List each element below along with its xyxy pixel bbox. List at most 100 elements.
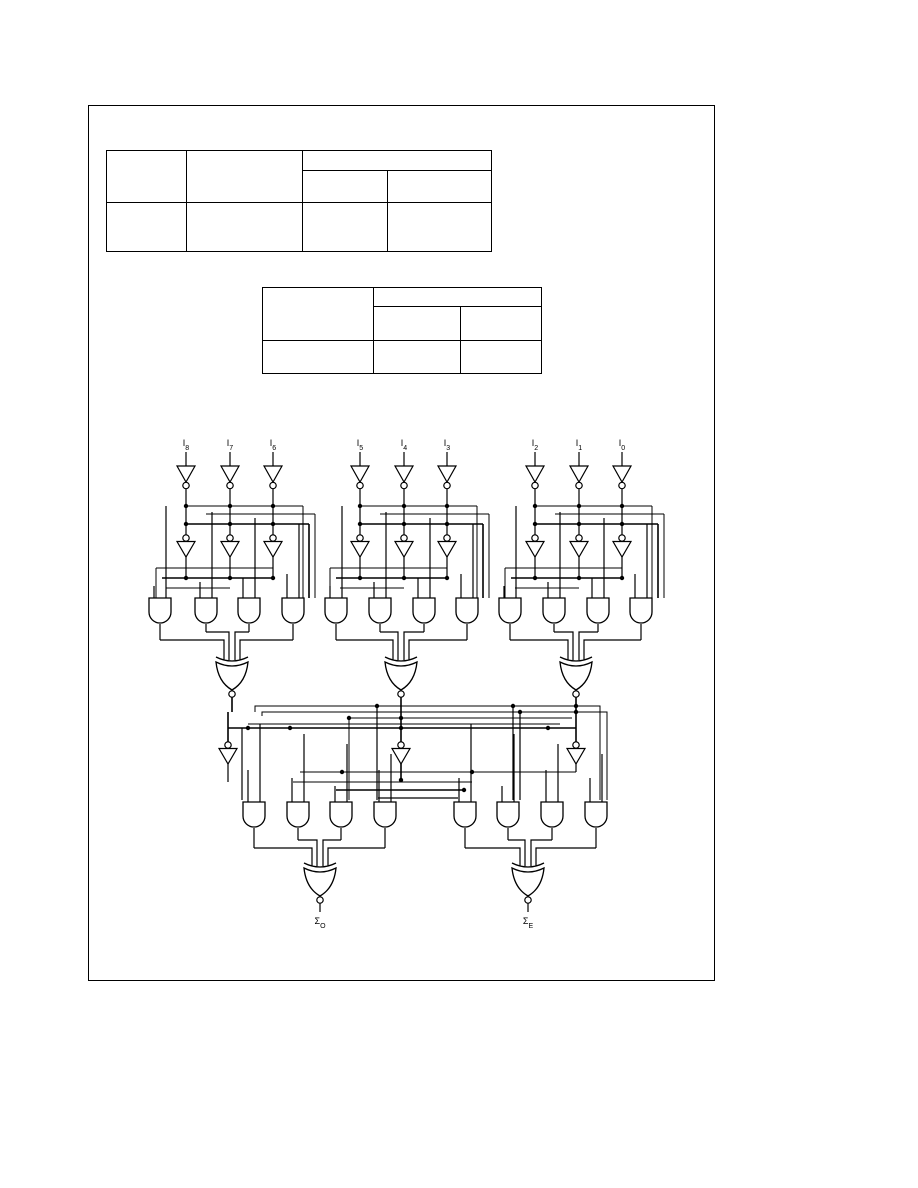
buffer-gate (436, 465, 458, 484)
buffer-gate (393, 465, 415, 484)
and-gate (286, 801, 310, 828)
inverter-gate (219, 540, 241, 559)
inversion-bubble (269, 534, 277, 542)
wire (160, 639, 225, 660)
wire (380, 631, 399, 660)
junction-dot (339, 769, 345, 775)
inverter-gate (349, 540, 371, 559)
buffer-gate (175, 465, 197, 484)
inversion-bubble (572, 690, 580, 698)
inversion-bubble (572, 741, 580, 749)
and-gate (329, 801, 353, 828)
buffer-gate (611, 465, 633, 484)
and-gate (542, 597, 566, 624)
and-gate (455, 597, 479, 624)
buffer-gate (524, 465, 546, 484)
junction-dot (346, 715, 352, 721)
junction-dot (573, 709, 579, 715)
xor-gate (559, 660, 593, 691)
xor-gate-arc (559, 656, 593, 662)
and-gate (281, 597, 305, 624)
wire (261, 711, 608, 800)
xor-gate-arc (511, 862, 545, 868)
table-cell (387, 202, 492, 252)
wire (298, 839, 318, 866)
inversion-bubble (575, 481, 583, 490)
inverter-gate (262, 540, 284, 559)
xor-gate-arc (384, 656, 418, 662)
inversion-bubble (400, 481, 408, 490)
junction-dot (573, 703, 579, 709)
junction-dot (517, 709, 523, 715)
inversion-bubble (226, 534, 234, 542)
inverter-gate (611, 540, 633, 559)
inverter-gate (568, 540, 590, 559)
inversion-bubble (356, 481, 364, 490)
and-gate (586, 597, 610, 624)
buffer-gate (568, 465, 590, 484)
buffer-gate (219, 465, 241, 484)
and-gate (324, 597, 348, 624)
junction-dot (545, 725, 551, 731)
inverter-gate (390, 747, 412, 766)
and-gate (368, 597, 392, 624)
output-label: ΣE (523, 916, 534, 930)
input-label: I2 (532, 438, 539, 452)
junction-dot (398, 777, 404, 783)
inversion-bubble (182, 481, 190, 490)
table-cell (373, 340, 461, 374)
input-label: I5 (357, 438, 364, 452)
and-gate (412, 597, 436, 624)
input-label: I1 (576, 438, 583, 452)
xor-gate (303, 866, 337, 897)
table-cell (302, 202, 388, 252)
wire (206, 631, 230, 660)
xor-gate (215, 660, 249, 691)
input-label: I3 (444, 438, 451, 452)
inversion-bubble (443, 534, 451, 542)
inversion-bubble (618, 534, 626, 542)
inverter-gate (393, 540, 415, 559)
and-gate (496, 801, 520, 828)
wire (239, 639, 293, 660)
table-cell (460, 340, 542, 374)
junction-dot (374, 703, 380, 709)
and-gate (498, 597, 522, 624)
input-label: I6 (270, 438, 277, 452)
input-label: I0 (619, 438, 626, 452)
and-gate (242, 801, 266, 828)
and-gate (237, 597, 261, 624)
and-gate (373, 801, 397, 828)
input-label: I8 (183, 438, 190, 452)
table-header-cell (186, 150, 303, 203)
junction-dot (510, 703, 516, 709)
junction-dot (398, 715, 404, 721)
table-cell (186, 202, 303, 252)
table-cell (106, 202, 187, 252)
wire (322, 839, 341, 866)
inverter-gate (217, 747, 239, 766)
inversion-bubble (400, 534, 408, 542)
wire (583, 639, 641, 660)
wire (508, 839, 526, 866)
junction-dot (461, 787, 467, 793)
junction-dot (398, 725, 404, 731)
wire (403, 631, 424, 660)
xor-gate (511, 866, 545, 897)
wire (327, 847, 385, 866)
xor-gate-arc (215, 656, 249, 662)
inversion-bubble (316, 896, 324, 904)
wire (535, 847, 596, 866)
wire (336, 639, 394, 660)
inversion-bubble (269, 481, 277, 490)
wire (510, 639, 569, 660)
inversion-bubble (224, 741, 232, 749)
inversion-bubble (397, 690, 405, 698)
inversion-bubble (618, 481, 626, 490)
inversion-bubble (443, 481, 451, 490)
and-gate (540, 801, 564, 828)
inversion-bubble (531, 534, 539, 542)
wire (465, 847, 521, 866)
inversion-bubble (524, 896, 532, 904)
